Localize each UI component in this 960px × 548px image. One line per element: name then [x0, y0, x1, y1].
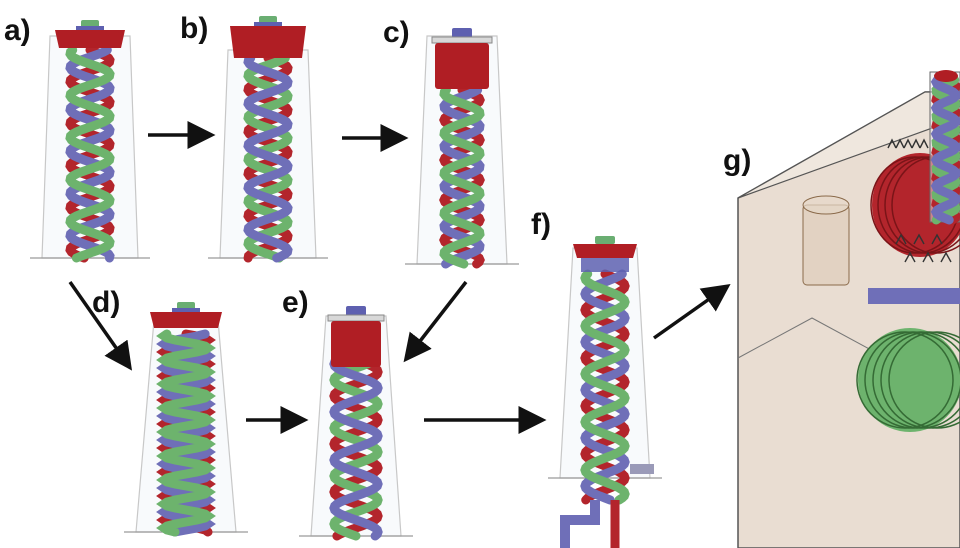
cap-rim	[327, 314, 385, 322]
spring-element	[931, 233, 943, 245]
spring-element	[913, 233, 925, 245]
arrow-c-to-e	[403, 280, 468, 363]
red-manifold-cap	[150, 312, 222, 328]
panel-b-image	[208, 16, 328, 263]
panel-e-image	[299, 306, 413, 541]
blue-top-fitting	[172, 308, 200, 313]
blue-top-fitting	[254, 22, 282, 27]
red-manifold-cap	[230, 26, 306, 58]
panel-label-f: f)	[531, 208, 551, 241]
panel-c-image	[405, 28, 519, 269]
panel-label-a: a)	[4, 14, 31, 47]
spring-element	[887, 138, 897, 149]
red-block-cap	[435, 43, 489, 89]
green-helical-coil	[580, 269, 630, 505]
arrow-f-to-g	[652, 283, 731, 340]
spring-element	[903, 138, 913, 149]
green-coil-bundle	[858, 328, 960, 432]
spring-element	[904, 251, 916, 263]
spring-element	[895, 233, 907, 245]
green-helical-coil	[156, 329, 216, 537]
blue-top-fitting	[76, 26, 104, 31]
blue-helical-coil	[243, 53, 293, 263]
spring-element	[919, 138, 929, 149]
side-port	[630, 464, 654, 474]
panel-d-image	[124, 302, 248, 537]
housing-top-face	[737, 91, 960, 199]
cylinder-port	[802, 204, 850, 286]
blue-helical-coil	[65, 45, 115, 263]
spring-element	[895, 138, 905, 149]
outlet-pipe	[560, 500, 600, 548]
cap-rim	[431, 36, 493, 44]
green-helical-coil	[65, 45, 115, 263]
spring-element	[911, 138, 921, 149]
spring-element	[922, 251, 934, 263]
panel-f-image	[548, 236, 662, 548]
panel-label-d: d)	[92, 286, 121, 319]
blue-helical-coil	[329, 355, 383, 541]
panel-g-image	[737, 70, 960, 548]
blue-helical-coil	[930, 75, 960, 225]
green-helical-coil	[439, 85, 485, 269]
top-fitting	[595, 236, 615, 244]
panel-label-g: g)	[723, 144, 752, 177]
green-helical-coil	[329, 355, 383, 541]
blue-header-block	[581, 258, 629, 272]
red-manifold-cap	[55, 30, 125, 48]
green-coil-ring	[888, 331, 960, 429]
blue-helical-coil	[156, 329, 216, 537]
spring-element	[940, 251, 952, 263]
panel-label-c: c)	[383, 16, 410, 49]
red-block-cap	[331, 321, 381, 367]
panel-label-e: e)	[282, 286, 309, 319]
reactor-cap	[934, 70, 958, 82]
cylinder-port-top	[802, 195, 850, 215]
top-fitting	[346, 306, 366, 316]
arrow-a-to-d	[68, 280, 133, 371]
red-manifold-cap	[573, 244, 637, 258]
top-fitting	[452, 28, 472, 38]
panel-a-image	[30, 20, 150, 263]
panel-label-b: b)	[180, 12, 209, 45]
